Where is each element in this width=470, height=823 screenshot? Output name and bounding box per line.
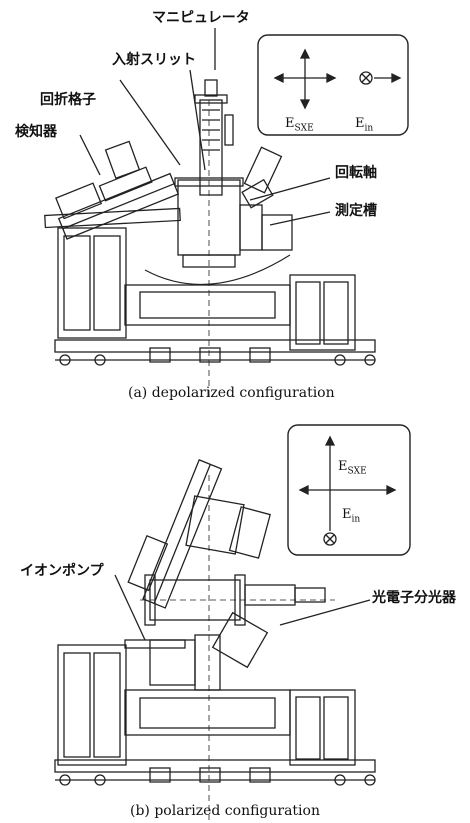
caption-a: (a) depolarized configuration — [128, 385, 335, 401]
inset-e-in-a: Ein — [355, 116, 374, 134]
caption-b: (b) polarized configuration — [130, 803, 320, 819]
label-photoelectron-spectrometer: 光電子分光器 — [372, 590, 456, 606]
label-chamber: 測定槽 — [335, 203, 377, 219]
inset-e-in-b: Ein — [342, 507, 361, 525]
label-manipulator: マニピュレータ — [152, 10, 250, 26]
figure-depolarized: マニピュレータ 入射スリット 回折格子 検知器 回転軸 測定槽 ESXE Ein… — [15, 10, 409, 401]
label-detector: 検知器 — [15, 124, 57, 140]
inset-e-sxe-a: ESXE — [285, 116, 314, 134]
inset-box-a — [257, 34, 409, 136]
label-entrance-slit: 入射スリット — [112, 52, 196, 68]
apparatus-drawing-a — [44, 28, 409, 400]
label-rotation-axis: 回転軸 — [335, 165, 377, 181]
label-grating: 回折格子 — [40, 92, 96, 108]
inset-e-sxe-b: ESXE — [338, 459, 367, 477]
apparatus-drawing-b — [54, 424, 411, 820]
figure-polarized: イオンポンプ 光電子分光器 ESXE Ein (b) polarized con… — [0, 415, 470, 823]
inset-box-b — [287, 424, 411, 556]
label-ion-pump: イオンポンプ — [20, 563, 104, 579]
